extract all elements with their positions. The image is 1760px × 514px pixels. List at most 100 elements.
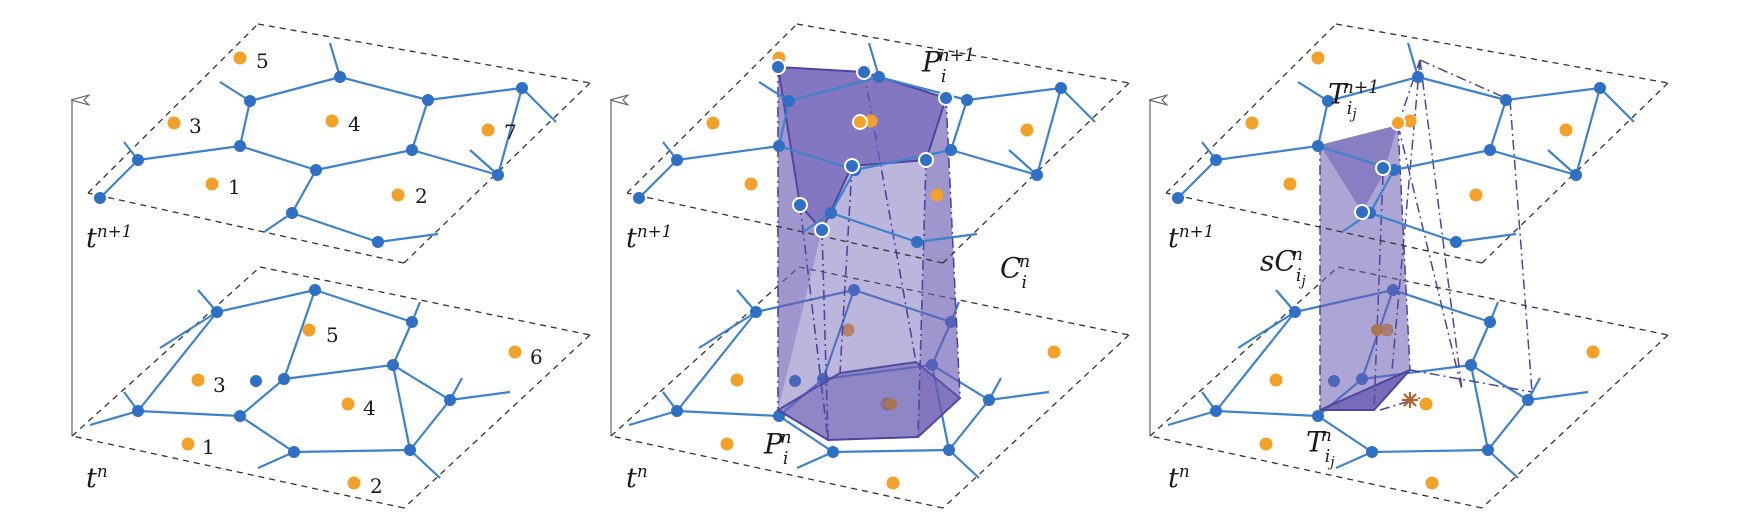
mesh-bottom-edge	[948, 399, 990, 451]
generator-site-top	[930, 188, 944, 202]
generator-site-bottom	[1269, 373, 1283, 387]
mesh-top-edge	[410, 99, 430, 151]
cell-edge	[839, 165, 853, 374]
triangle-top	[1320, 125, 1398, 212]
subcell-wall	[1320, 125, 1410, 410]
mesh-top-edge	[496, 87, 524, 176]
generator-site-shadow	[1371, 324, 1383, 336]
generator-site-bottom	[730, 373, 744, 387]
mesh-top-edge	[99, 159, 139, 199]
mesh-bottom-edge	[1167, 409, 1217, 427]
mesh-top-vertex	[1388, 164, 1400, 176]
mesh-top-vertex	[234, 140, 246, 152]
mesh-top-edge	[638, 159, 678, 199]
mesh-top-edge	[830, 211, 918, 244]
mesh-top-edge	[1369, 169, 1395, 214]
generator-site-top	[1469, 188, 1483, 202]
mesh-top-vertex	[825, 207, 837, 219]
mesh-top-edge	[1547, 149, 1577, 176]
mesh-top-edge	[949, 99, 969, 151]
mesh-bottom-edge	[1487, 449, 1519, 479]
subcell-edge	[1509, 99, 1533, 393]
site-label-top-7: 7	[504, 120, 517, 144]
mesh-bottom-vertex	[250, 375, 262, 387]
mesh-bottom-vertex	[1366, 446, 1378, 458]
mesh-bottom-edge	[1470, 364, 1529, 401]
mesh-bottom-edge	[948, 449, 980, 479]
mesh-top-edge	[1417, 75, 1507, 102]
mesh-bottom-edge	[409, 449, 441, 479]
generator-site-bottom	[341, 397, 355, 411]
time-label-top-panel1: tn+1	[86, 221, 133, 254]
mesh-top-vertex	[310, 164, 322, 176]
time-plane-bottom-edge	[1149, 435, 1483, 509]
generator-site-shadow	[885, 398, 897, 410]
mesh-top-vertex	[1210, 154, 1222, 166]
mesh-top-vertex	[873, 71, 885, 83]
time-plane-bottom-edge	[259, 266, 591, 336]
mesh-top-vertex	[372, 236, 384, 248]
mesh-top-vertex	[1570, 169, 1582, 181]
mesh-top-vertex	[783, 95, 795, 107]
mesh-bottom-edge	[239, 415, 295, 453]
triangle-top-vertex	[1354, 204, 1370, 220]
mesh-top-vertex	[132, 154, 144, 166]
cell-edge	[821, 229, 829, 441]
mesh-bottom-edge	[988, 390, 1050, 402]
mesh-top-edge	[1574, 87, 1602, 176]
mesh-top-vertex	[334, 71, 346, 83]
mesh-top-vertex	[422, 94, 434, 106]
mesh-bottom-edge	[409, 399, 451, 451]
mesh-bottom-edge	[755, 288, 855, 314]
mesh-top-edge	[1177, 159, 1217, 199]
cell-label: Cin	[1000, 251, 1031, 293]
subcell-edge	[1397, 59, 1421, 126]
mesh-bottom-vertex	[789, 375, 801, 387]
mesh-bottom-edge	[391, 321, 414, 366]
generator-site-top	[1283, 177, 1297, 191]
site-label-bottom-2: 2	[370, 474, 383, 498]
subcell-edge	[1409, 369, 1533, 393]
mesh-top-vertex	[286, 207, 298, 219]
mesh-top-edge	[830, 169, 856, 214]
mesh-top-vertex	[671, 154, 683, 166]
mesh-bottom-vertex	[234, 410, 246, 422]
mesh-top-vertex	[1412, 71, 1424, 83]
mesh-bottom-edge	[931, 364, 990, 401]
mesh-bottom-edge	[159, 311, 218, 349]
mesh-bottom-vertex	[278, 373, 290, 385]
mesh-top-vertex	[492, 169, 504, 181]
mesh-bottom-vertex	[288, 446, 300, 458]
mesh-bottom-edge	[832, 448, 950, 454]
mesh-top-vertex	[1322, 95, 1334, 107]
generator-site-bottom	[1419, 397, 1433, 411]
time-plane-bottom-edge	[403, 334, 591, 509]
mesh-top-edge	[291, 211, 379, 244]
time-plane-top-edge	[257, 23, 591, 84]
mesh-top-edge	[966, 86, 1062, 102]
mesh-bottom-edge	[137, 311, 218, 412]
mesh-bottom-edge	[1237, 311, 1296, 349]
mesh-bottom-edge	[314, 288, 413, 324]
generator-site-top	[744, 177, 758, 191]
site-label-top-5: 5	[256, 49, 269, 73]
mesh-top-edge	[377, 232, 439, 244]
subcell-edge	[1397, 124, 1463, 391]
generator-site-highlight	[1390, 115, 1406, 131]
mesh-top-edge	[238, 100, 252, 147]
mesh-bottom-edge	[698, 311, 757, 349]
cell-edge	[917, 159, 927, 438]
mesh-bottom-edge	[1469, 364, 1490, 451]
mesh-bottom-edge	[392, 364, 451, 401]
time-plane-bottom-edge	[1149, 266, 1339, 437]
mesh-top-edge	[788, 75, 880, 103]
mesh-bottom-edge	[1487, 399, 1529, 451]
time-plane-bottom-edge	[798, 266, 1130, 336]
generator-site-top	[706, 116, 720, 130]
mesh-top-vertex	[1055, 82, 1067, 94]
time-plane-top-edge	[87, 23, 259, 194]
mesh-top-vertex	[1031, 169, 1043, 181]
subcell-edge	[1419, 59, 1511, 101]
polygon-top-vertex	[918, 152, 934, 168]
mesh-top-edge	[1327, 75, 1419, 103]
